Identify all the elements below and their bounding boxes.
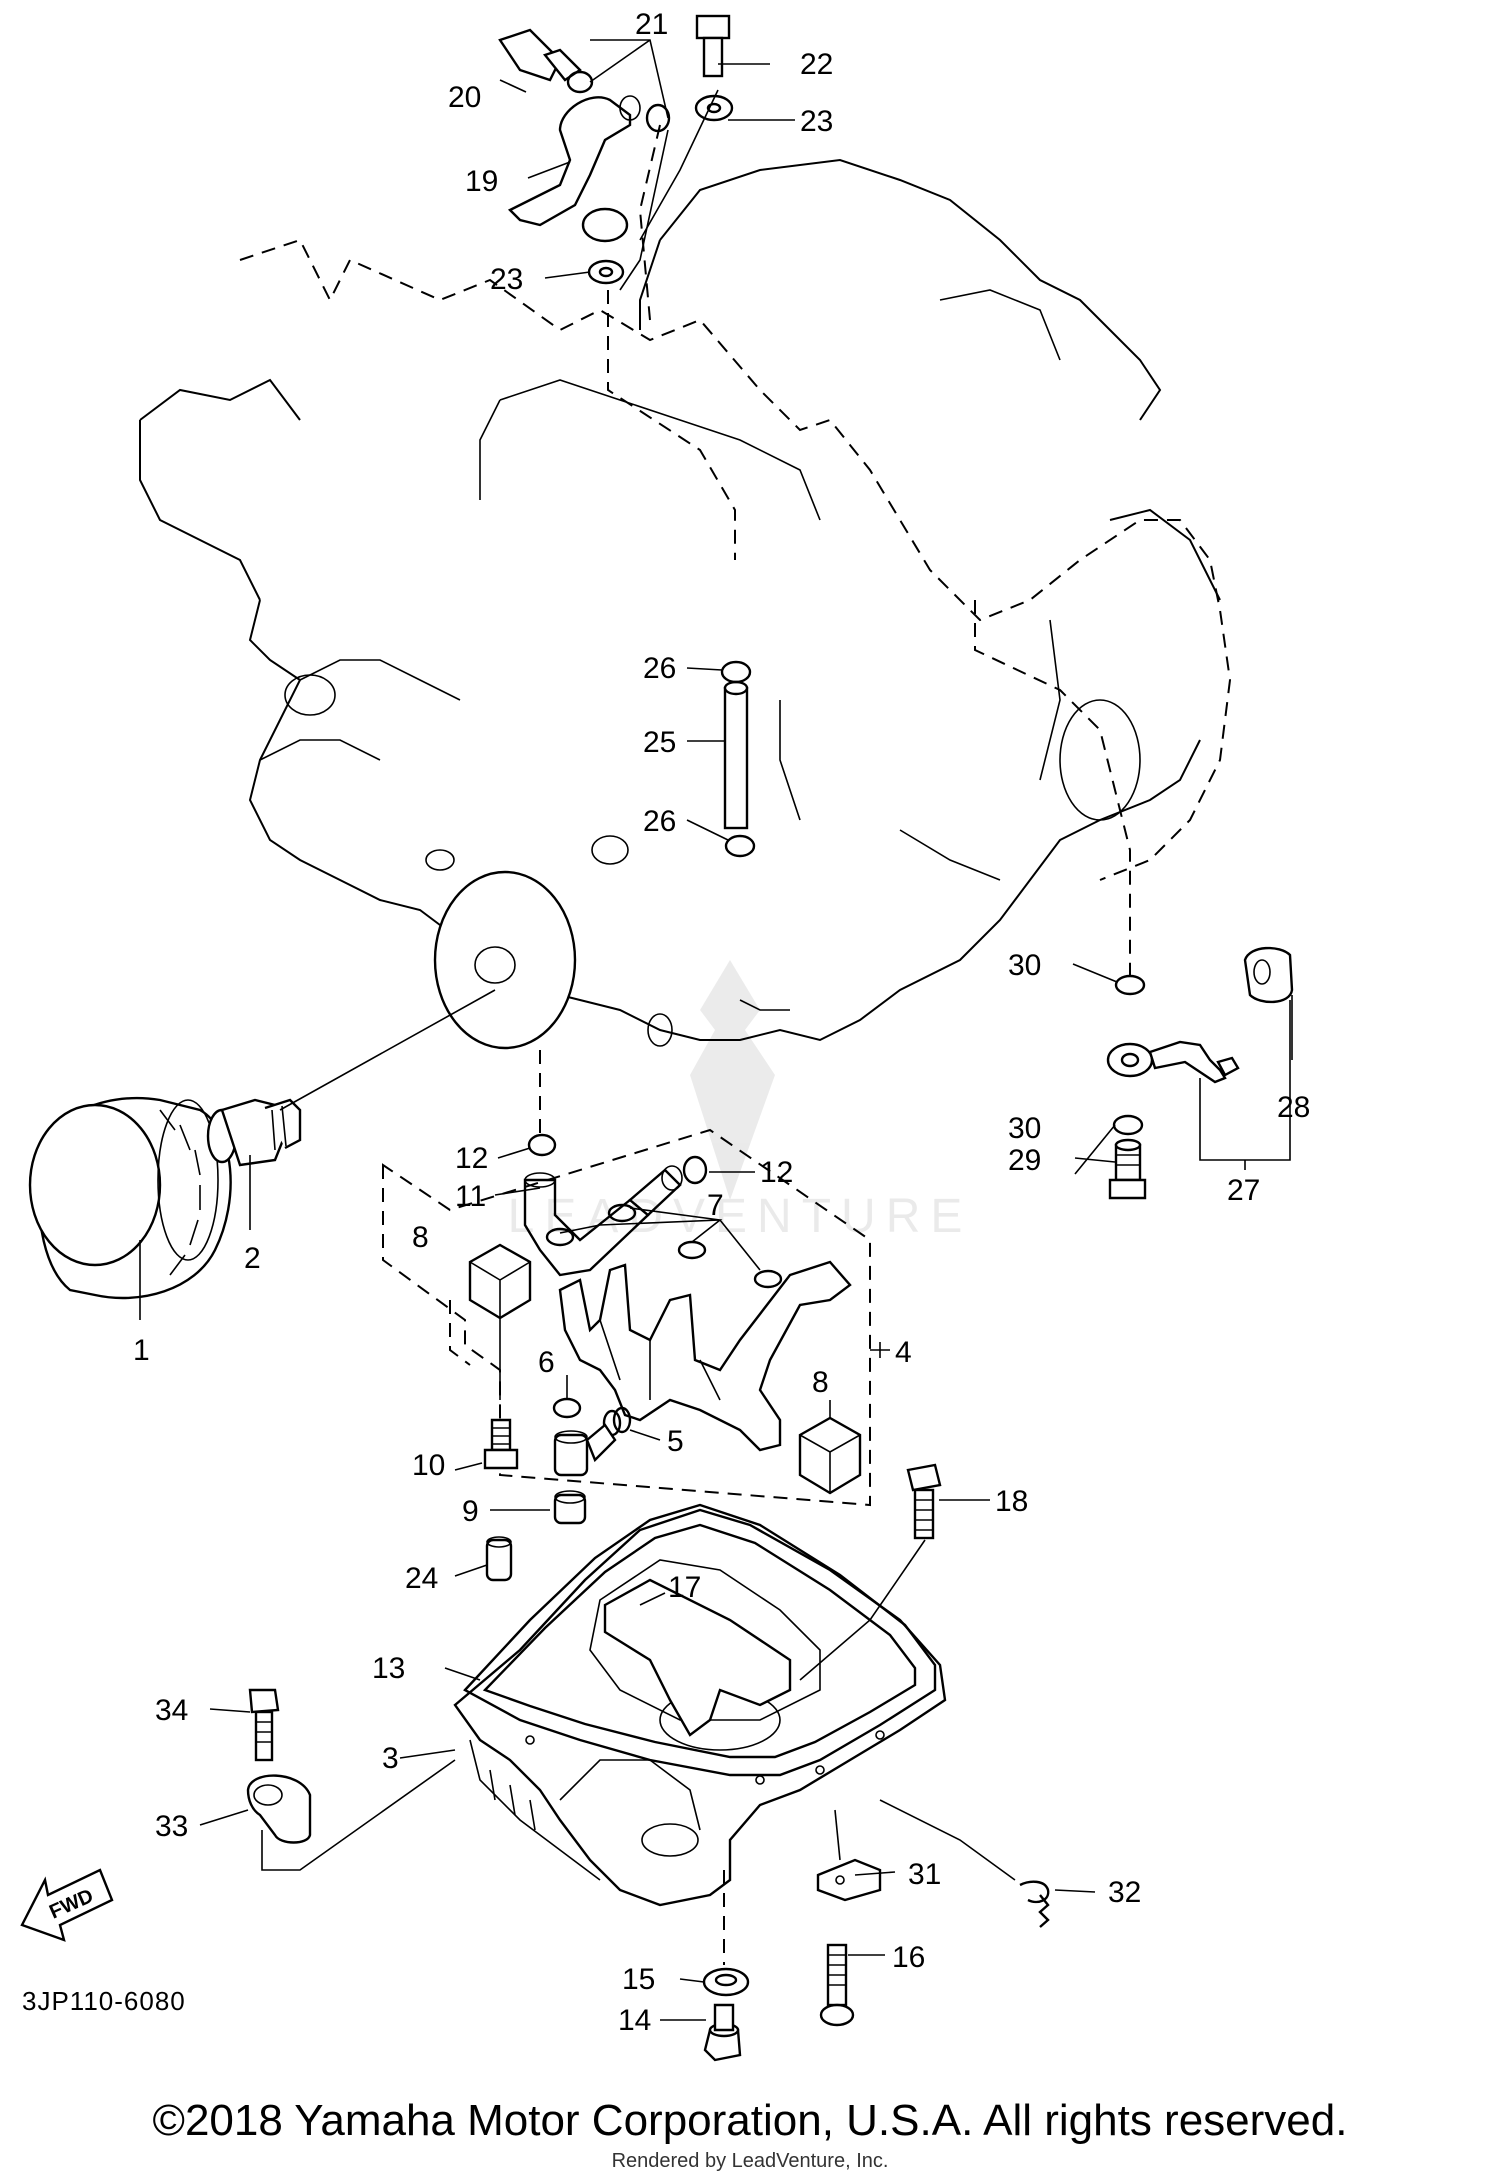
bolt-18 [799, 1463, 942, 1681]
callout-9: 9 [462, 1495, 479, 1528]
callout-3: 3 [382, 1742, 399, 1775]
callout-23a: 23 [800, 105, 833, 138]
callout-29: 29 [1008, 1144, 1041, 1177]
leader-4-bracket [870, 1342, 890, 1358]
copyright-notice: ©2018 Yamaha Motor Corporation, U.S.A. A… [152, 2096, 1348, 2145]
callout-26b: 26 [643, 805, 676, 838]
rendered-by-credit: Rendered by LeadVenture, Inc. [611, 2150, 889, 2172]
dowel-24 [485, 1536, 513, 1582]
gasket-13 [463, 1503, 937, 1777]
strainer-assembly-4 [382, 1128, 871, 1525]
oil-filter-1 [28, 1096, 232, 1300]
callout-2: 2 [244, 1242, 261, 1275]
drain-plug-14 [703, 2003, 742, 2062]
callout-1: 1 [133, 1334, 150, 1367]
callout-12b: 12 [760, 1156, 793, 1189]
callout-7: 7 [707, 1189, 724, 1222]
spring-clip-32 [879, 1799, 1050, 1928]
reference-code: 3JP110-6080 [22, 1986, 186, 2016]
watermark-text: LEADVENTURE [508, 1190, 973, 1243]
callout-labels: 1 2 3 4 5 6 7 8 8 9 10 11 12 12 13 14 15… [133, 8, 1310, 2037]
callout-15: 15 [622, 1963, 655, 1996]
callout-8a: 8 [412, 1221, 429, 1254]
callout-11: 11 [455, 1180, 486, 1213]
oil-pipe-25 [720, 660, 756, 858]
callout-18: 18 [995, 1485, 1028, 1518]
plate-31 [816, 1809, 882, 1902]
callout-21: 21 [635, 8, 668, 41]
callout-28: 28 [1277, 1091, 1310, 1124]
callout-22: 22 [800, 48, 833, 81]
callout-34: 34 [155, 1694, 188, 1727]
callout-4: 4 [895, 1336, 912, 1369]
leader-lines [139, 63, 1293, 2021]
callout-27: 27 [1227, 1174, 1260, 1207]
filter-mount-plate [433, 870, 577, 1050]
callout-31: 31 [908, 1858, 941, 1891]
bolt-34 [248, 1688, 280, 1762]
baffle-plate-17 [603, 1578, 792, 1737]
callout-16: 16 [892, 1941, 925, 1974]
callout-30b: 30 [1008, 1112, 1041, 1145]
callout-10: 10 [412, 1449, 445, 1482]
callout-30a: 30 [1008, 949, 1041, 982]
leadventure-watermark: LEADVENTURE [508, 960, 973, 1243]
callout-17: 17 [668, 1571, 701, 1604]
callout-20: 20 [448, 81, 481, 114]
callout-23b: 23 [490, 263, 523, 296]
top-assembly [498, 14, 736, 560]
union-bolt-20 [498, 28, 582, 82]
callout-33: 33 [155, 1810, 188, 1843]
callout-5: 5 [667, 1425, 684, 1458]
callout-19: 19 [465, 165, 498, 198]
bolt-16 [819, 1943, 855, 2027]
right-pipe-assembly [974, 600, 1294, 1200]
callout-8b: 8 [812, 1366, 829, 1399]
gasket-15 [702, 1967, 750, 1997]
bracket-33 [246, 1759, 456, 1871]
callout-24: 24 [405, 1562, 438, 1595]
fitting-2 [206, 1098, 302, 1167]
callout-26a: 26 [643, 652, 676, 685]
callout-25: 25 [643, 726, 676, 759]
callout-14: 14 [618, 2004, 651, 2037]
callout-13: 13 [372, 1652, 405, 1685]
union-bolt-22 [695, 14, 731, 78]
callout-6: 6 [538, 1346, 555, 1379]
fwd-arrow-icon: FWD [20, 1868, 114, 1942]
callout-32: 32 [1108, 1876, 1141, 1909]
filter-leader [279, 989, 496, 1111]
engine-block-outline [139, 158, 1232, 1047]
callout-12a: 12 [455, 1142, 488, 1175]
